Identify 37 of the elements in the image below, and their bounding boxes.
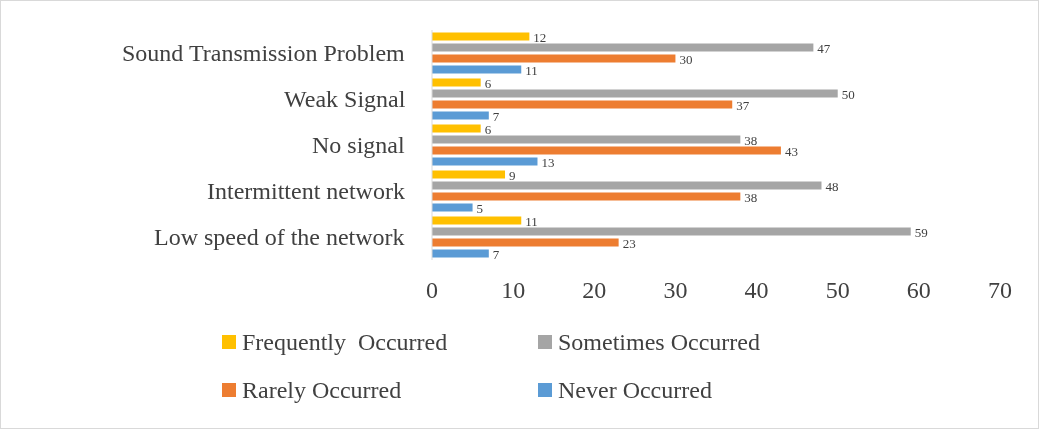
category-label: Intermittent network [207, 179, 405, 203]
tick-label: 30 [663, 278, 688, 302]
data-label: 50 [841, 87, 855, 101]
data-label: 7 [492, 109, 500, 123]
category-label: Low speed of the network [154, 225, 405, 249]
tick-label: 50 [825, 278, 850, 302]
legend-label: Frequently Occurred [242, 330, 448, 354]
data-label: 13 [541, 155, 555, 169]
data-label: 30 [679, 52, 693, 66]
data-label: 38 [744, 190, 758, 204]
data-label: 6 [484, 76, 492, 90]
tick-label: 40 [744, 278, 769, 302]
data-label: 59 [914, 225, 928, 239]
legend-label: Sometimes Occurred [558, 330, 760, 354]
tick-label: 70 [988, 278, 1012, 302]
data-label: 11 [525, 63, 538, 77]
tick-label: 20 [582, 278, 607, 302]
data-label: 12 [533, 30, 547, 44]
data-label: 11 [525, 214, 538, 228]
data-label: 48 [825, 179, 839, 193]
category-label: Sound Transmission Problem [122, 41, 405, 65]
category-label: Weak Signal [284, 87, 406, 111]
data-label: 37 [736, 98, 750, 112]
tick-label: 10 [501, 278, 526, 302]
data-label: 9 [509, 168, 516, 182]
data-label: 7 [492, 247, 500, 261]
data-label: 5 [476, 201, 484, 215]
data-label: 38 [744, 133, 758, 147]
data-label: 23 [622, 236, 636, 250]
tick-label: 60 [906, 278, 931, 302]
category-label: No signal [312, 133, 405, 157]
legend-label: Rarely Occurred [242, 378, 402, 402]
data-label: 6 [484, 122, 492, 136]
legend-label: Never Occurred [558, 378, 712, 402]
tick-label: 0 [426, 278, 438, 302]
data-label: 43 [784, 144, 798, 158]
data-label: 47 [817, 41, 831, 55]
